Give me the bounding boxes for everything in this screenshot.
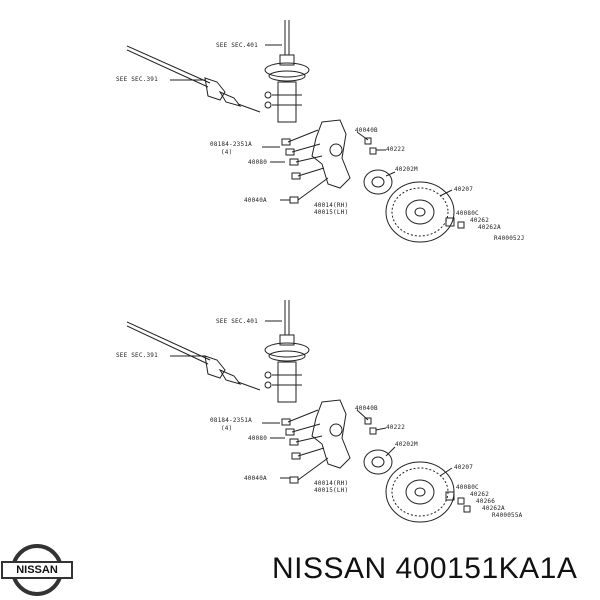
label-40014: 40014(RH): [314, 480, 349, 487]
label-strut-ref: SEE SEC.401: [216, 42, 258, 49]
label-bolt-qty: (4): [221, 425, 233, 432]
label-40080: 40080: [248, 159, 268, 166]
label-40015: 40015(LH): [314, 209, 349, 216]
label-bolt-code: 08184-2351A: [210, 141, 252, 148]
label-40207: 40207: [454, 186, 474, 193]
label-40040a: 40040A: [244, 197, 267, 204]
label-shaft-ref: SEE SEC.391: [116, 352, 158, 359]
diagram-top-drawing: [126, 20, 465, 243]
label-bolt-code: 08184-2351A: [210, 417, 252, 424]
label-40015: 40015(LH): [314, 487, 349, 494]
label-40040b: 40040B: [355, 127, 378, 134]
label-40202m: 40202M: [395, 441, 418, 448]
label-40207: 40207: [454, 464, 474, 471]
label-40202m: 40202M: [395, 166, 418, 173]
label-40040a: 40040A: [244, 475, 267, 482]
label-40040b: 40040B: [355, 405, 378, 412]
label-bolt-qty: (4): [221, 149, 233, 156]
label-40266: 40266: [476, 498, 496, 505]
label-40080: 40080: [248, 435, 268, 442]
label-ref: R400052J: [494, 235, 525, 242]
nissan-logo-icon: [1, 544, 73, 596]
label-40222: 40222: [386, 146, 406, 153]
label-40014: 40014(RH): [314, 202, 349, 209]
part-number-title: NISSAN 400151KA1A: [272, 552, 578, 585]
label-shaft-ref: SEE SEC.391: [116, 76, 158, 83]
label-40080c: 40080C: [456, 210, 479, 217]
logo-text: NISSAN: [16, 564, 58, 576]
label-40080c: 40080C: [456, 484, 479, 491]
label-40222: 40222: [386, 424, 406, 431]
label-40262: 40262: [470, 491, 490, 498]
diagram-bottom-drawing: [126, 300, 471, 523]
label-ref: R400055A: [492, 512, 523, 519]
label-strut-ref: SEE SEC.401: [216, 318, 258, 325]
label-40262a: 40262A: [478, 224, 501, 231]
label-40262: 40262: [470, 217, 490, 224]
label-40262a: 40262A: [482, 505, 505, 512]
